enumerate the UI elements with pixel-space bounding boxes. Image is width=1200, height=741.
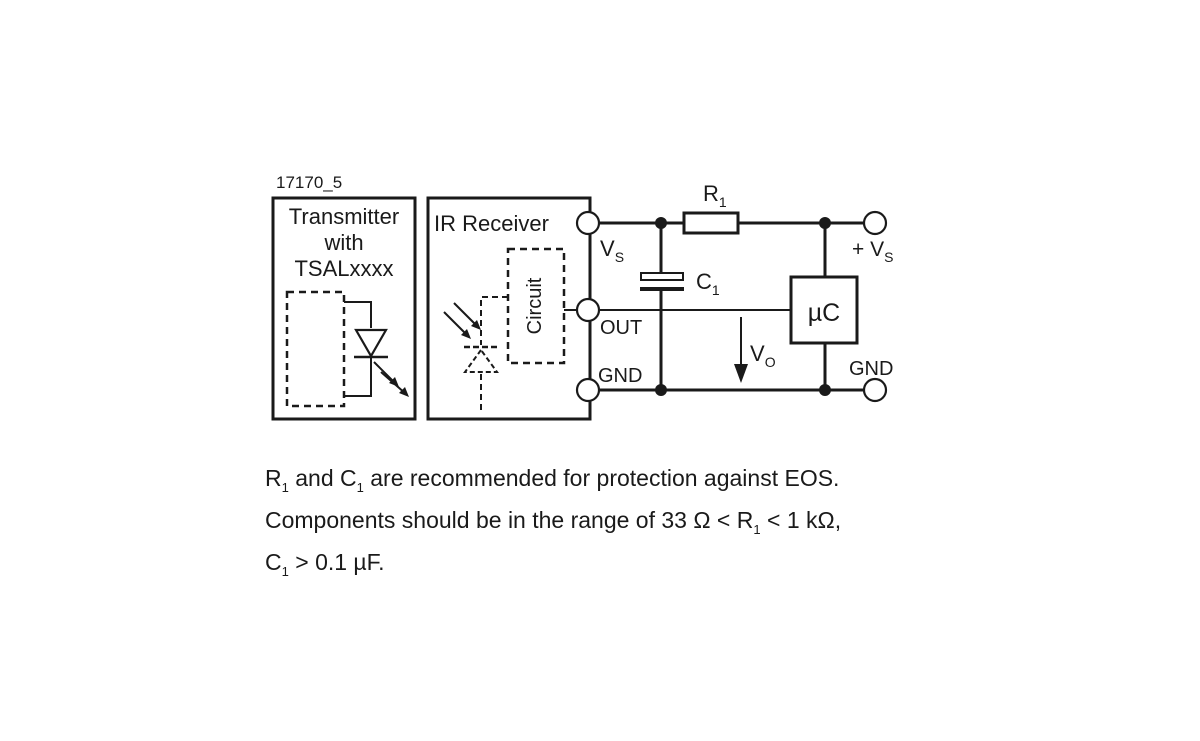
transmitter-label-2: with [323,230,363,255]
supply-gnd-terminal [862,377,888,403]
figure-id: 17170_5 [276,173,342,192]
junction-dot [819,384,831,396]
transmitter-box [271,196,417,421]
junction-dot [655,217,667,229]
vo-label: VO [750,341,776,370]
photodiode-wire-top [480,296,508,345]
resistor-r1 [682,211,740,235]
junction-dot [655,384,667,396]
supply-vs-label: + VS [852,238,893,265]
photodiode-icon [443,302,499,373]
vs-terminal [575,210,601,236]
supply-vs-terminal [862,210,888,236]
microcontroller-box [789,275,859,345]
protection-note: R1 and C1 are recommended for protection… [265,462,965,588]
gnd-pin-label: GND [598,365,642,387]
transmitter-driver-dashed [285,290,346,408]
transmitter-label-3: TSALxxxx [294,256,393,281]
microcontroller-label: µC [808,299,840,327]
out-pin-label: OUT [600,317,642,339]
junction-dot [819,217,831,229]
c1-label: C1 [696,269,720,298]
supply-gnd-label: GND [849,358,893,380]
receiver-circuit-label: Circuit [524,277,546,334]
vo-arrow-icon [734,317,748,383]
led-wire-top [344,301,372,328]
r1-label: R1 [703,181,727,210]
receiver-block: IR Receiver Circuit [426,196,592,421]
note-line-2: Components should be in the range of 33 … [265,507,842,537]
out-terminal [575,297,601,323]
transmitter-block: Transmitter with TSALxxxx [271,196,417,421]
note-line-1: R1 and C1 are recommended for protection… [265,465,840,495]
capacitor-c1 [640,272,684,291]
receiver-title: IR Receiver [434,211,549,236]
note-line-3: C1 > 0.1 µF. [265,549,385,579]
receiver-circuit-dashed [506,247,566,365]
gnd-terminal [575,377,601,403]
transmitter-label-1: Transmitter [289,204,399,229]
vs-pin-label: VS [600,236,624,265]
ir-led-icon [354,328,409,397]
led-wire-bottom [344,358,372,397]
